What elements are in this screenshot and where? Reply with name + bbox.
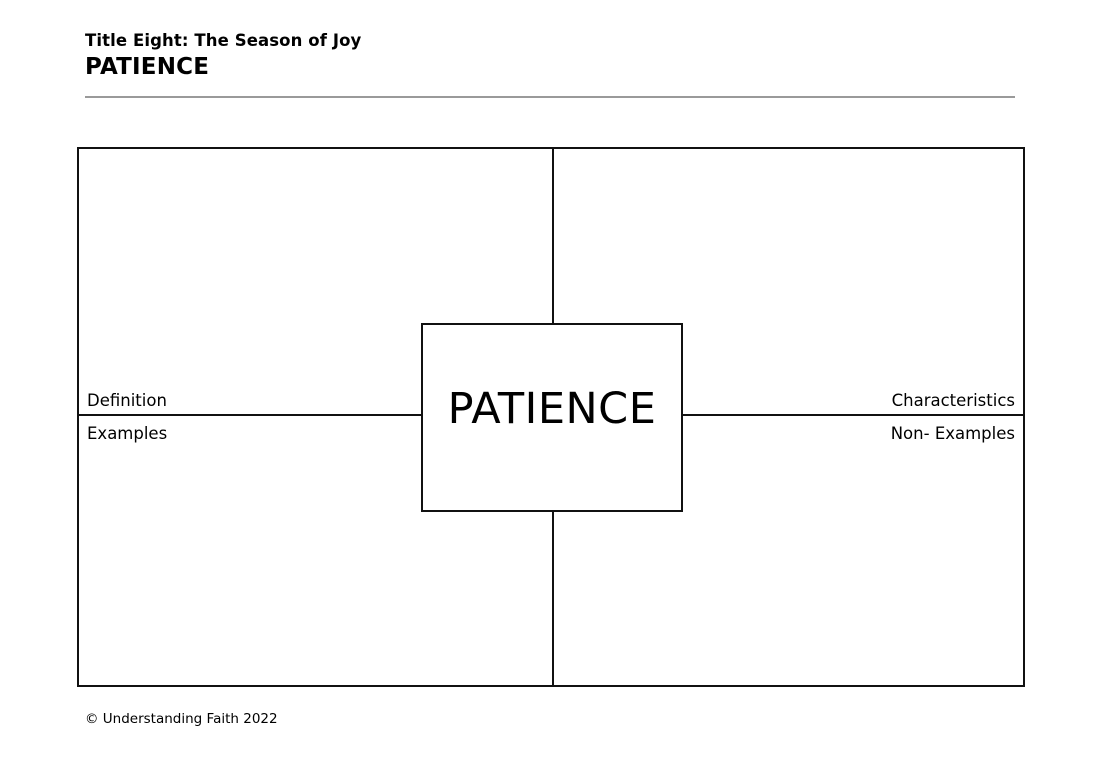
header-divider-rule	[85, 96, 1015, 98]
page-subtitle: PATIENCE	[85, 54, 210, 80]
page-title: Title Eight: The Season of Joy	[85, 31, 362, 50]
frayer-model-diagram: Definition Characteristics Examples Non-…	[77, 147, 1025, 687]
page-header: Title Eight: The Season of Joy PATIENCE	[85, 30, 1015, 81]
centre-concept-term: PATIENCE	[447, 383, 657, 434]
quadrant-label-examples: Examples	[87, 424, 168, 443]
horizontal-divider-line-right	[683, 414, 1023, 416]
quadrant-label-characteristics: Characteristics	[891, 391, 1015, 410]
centre-concept-box: PATIENCE	[421, 323, 683, 512]
horizontal-divider-line-left	[79, 414, 421, 416]
quadrant-label-definition: Definition	[87, 391, 167, 410]
quadrant-label-non-examples: Non- Examples	[890, 424, 1015, 443]
footer-copyright: © Understanding Faith 2022	[85, 711, 278, 727]
